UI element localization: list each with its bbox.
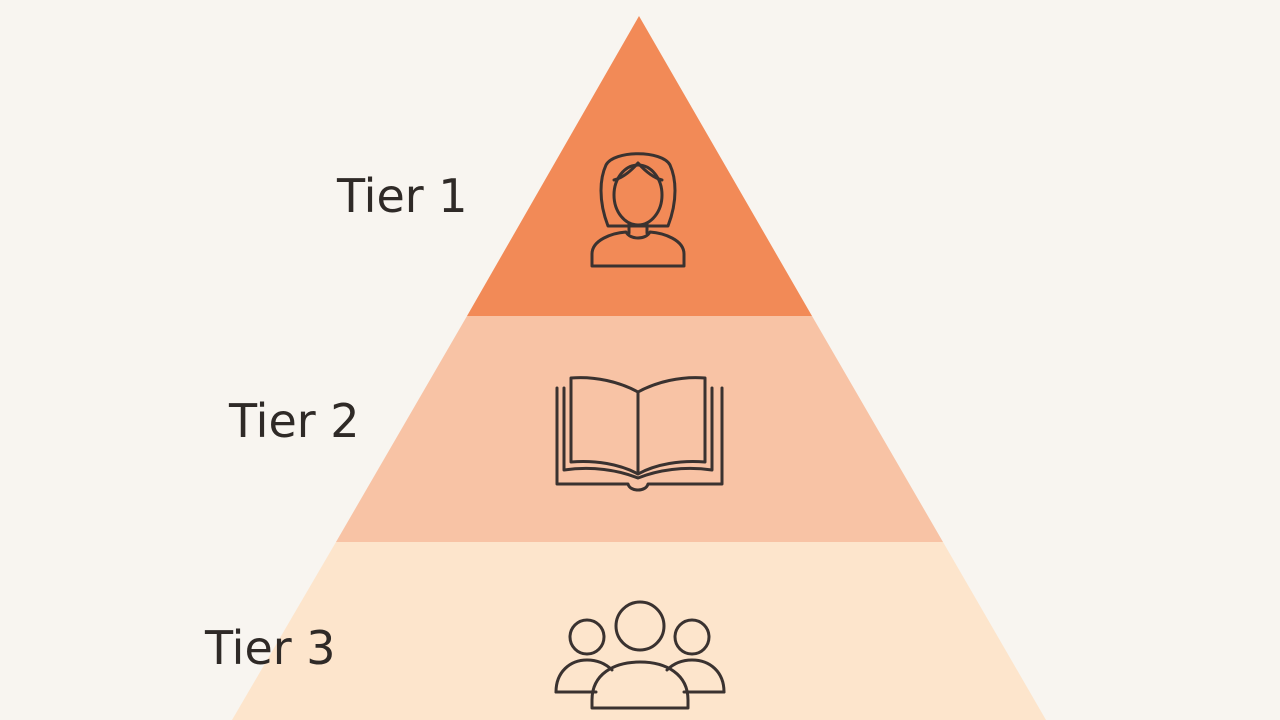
person-icon <box>590 152 686 268</box>
tier-1-label: Tier 1 <box>337 169 468 223</box>
tier-3-label: Tier 3 <box>205 621 336 675</box>
tier-3-segment <box>232 542 1046 720</box>
tier-2-label: Tier 2 <box>229 394 360 448</box>
group-icon <box>554 600 726 710</box>
open-book-icon <box>555 376 724 492</box>
